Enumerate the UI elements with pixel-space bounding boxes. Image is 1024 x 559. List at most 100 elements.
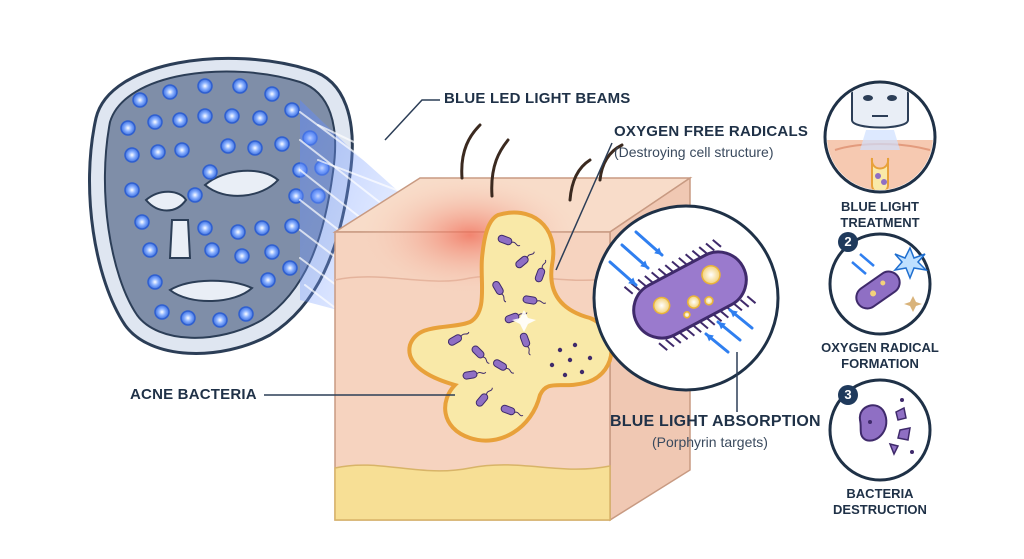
light-arrow-head bbox=[628, 277, 636, 285]
label-blue-led-beams: BLUE LED LIGHT BEAMS bbox=[444, 90, 631, 107]
zoom-bacterium bbox=[623, 239, 757, 351]
porphyrin-spot bbox=[687, 295, 701, 309]
light-arrow-head bbox=[730, 310, 738, 318]
cilium bbox=[630, 282, 641, 291]
led-dot bbox=[202, 164, 218, 180]
cilium bbox=[698, 246, 709, 255]
bacterium-body bbox=[447, 334, 463, 346]
cilium bbox=[692, 324, 702, 333]
led-dot bbox=[220, 138, 236, 154]
led-dot bbox=[234, 248, 250, 264]
led-dot bbox=[147, 114, 163, 130]
step-1-illustration bbox=[823, 80, 937, 194]
led-dot bbox=[264, 244, 280, 260]
cilium bbox=[699, 320, 709, 330]
cilium bbox=[671, 260, 681, 270]
led-dot bbox=[204, 242, 220, 258]
led-dot bbox=[172, 112, 188, 128]
led-dot bbox=[232, 78, 248, 94]
skin-cross-section-icon bbox=[332, 123, 693, 522]
step-3-illustration bbox=[828, 378, 932, 482]
bacterium-body bbox=[492, 280, 504, 296]
cilium bbox=[664, 264, 675, 273]
bacterium-flagellum bbox=[486, 387, 493, 395]
bacterium-body bbox=[475, 393, 489, 407]
debris-dot bbox=[587, 355, 593, 361]
bacterium-flagellum bbox=[501, 293, 507, 303]
light-arrow-head bbox=[640, 260, 648, 268]
bacterium-flagellum bbox=[536, 300, 547, 304]
led-dot bbox=[147, 274, 163, 290]
porphyrin-spot bbox=[701, 265, 721, 285]
step-2-badge: 2 bbox=[838, 232, 858, 252]
led-dot bbox=[212, 312, 228, 328]
cilium bbox=[746, 295, 757, 304]
led-dot bbox=[224, 108, 240, 124]
light-arrow-head bbox=[654, 247, 662, 255]
radical-spark bbox=[512, 310, 536, 332]
led-dot bbox=[154, 304, 170, 320]
light-arrow-head bbox=[718, 322, 726, 330]
step-3-title: BACTERIA DESTRUCTION bbox=[833, 486, 927, 517]
led-dot bbox=[197, 78, 213, 94]
led-dot bbox=[247, 140, 263, 156]
bacterium-body bbox=[492, 359, 508, 371]
bacterium-flagellum bbox=[506, 367, 514, 374]
bacterium bbox=[462, 370, 487, 380]
cilium bbox=[651, 271, 661, 281]
cilium bbox=[712, 239, 722, 248]
cilium bbox=[678, 257, 688, 266]
led-dot bbox=[132, 92, 148, 108]
bacterium bbox=[515, 251, 535, 269]
led-dot bbox=[284, 102, 300, 118]
led-dot bbox=[282, 260, 298, 276]
step-1-title: BLUE LIGHT TREATMENT bbox=[840, 199, 920, 230]
cilium bbox=[705, 317, 716, 326]
bacterium bbox=[447, 331, 470, 346]
step-3-badge: 3 bbox=[838, 385, 858, 405]
cilium bbox=[705, 242, 715, 252]
cilium bbox=[712, 313, 723, 323]
bacterium-flagellum bbox=[511, 241, 521, 247]
debris-dot bbox=[549, 362, 555, 368]
label-blue-light-absorption-sub: (Porphyrin targets) bbox=[652, 434, 768, 450]
bacterium-flagellum bbox=[541, 259, 547, 269]
led-dot bbox=[187, 187, 203, 203]
led-dot bbox=[162, 84, 178, 100]
bacterium bbox=[497, 234, 521, 247]
cilium bbox=[637, 278, 647, 288]
bacterium-flagellum bbox=[527, 346, 531, 356]
led-dot bbox=[180, 310, 196, 326]
cilium bbox=[671, 335, 682, 344]
bacterium-body bbox=[534, 267, 546, 283]
led-dot bbox=[260, 272, 276, 288]
bacterium-body bbox=[515, 255, 529, 269]
led-dot bbox=[230, 224, 246, 240]
bacterium-zoom-icon bbox=[592, 204, 780, 392]
porphyrin-spot bbox=[652, 296, 671, 315]
cilium bbox=[623, 286, 634, 295]
debris-dot bbox=[572, 342, 578, 348]
led-dot bbox=[252, 110, 268, 126]
bacterium-flagellum bbox=[476, 371, 487, 375]
debris-dot bbox=[579, 369, 585, 375]
led-dot bbox=[134, 214, 150, 230]
cilium bbox=[719, 309, 729, 319]
led-face-mask-icon bbox=[88, 56, 354, 355]
cilium bbox=[658, 342, 668, 351]
bacterium-flagellum bbox=[460, 331, 470, 337]
bacterium-body bbox=[500, 404, 516, 416]
led-dot bbox=[238, 306, 254, 322]
cilium bbox=[665, 338, 675, 348]
bacterium-flagellum bbox=[526, 251, 535, 258]
step-2-illustration bbox=[828, 232, 932, 336]
cilium bbox=[691, 249, 702, 259]
led-dot bbox=[254, 220, 270, 236]
debris-dot bbox=[567, 357, 573, 363]
cilium bbox=[644, 275, 654, 284]
bacterium-flagellum bbox=[482, 356, 490, 364]
cilium bbox=[733, 302, 743, 312]
led-dot bbox=[197, 220, 213, 236]
bacterium bbox=[534, 259, 547, 283]
